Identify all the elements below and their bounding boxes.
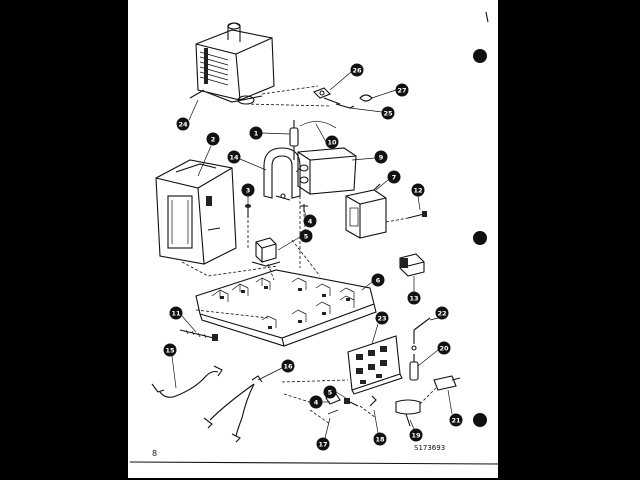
callout-label: 22 (437, 309, 446, 317)
callout-22: 22 (435, 306, 449, 320)
callout-label: 2 (211, 135, 216, 143)
wire-harness-b-part (203, 375, 263, 443)
callout-26: 26 (350, 63, 364, 77)
callout-20: 20 (437, 341, 451, 355)
leader-lines (171, 71, 453, 439)
callout-label: 10 (327, 138, 337, 146)
callout-4: 4 (303, 214, 317, 228)
callout-label: 12 (413, 186, 422, 194)
callout-16: 16 (281, 359, 295, 373)
callout-15: 15 (163, 343, 177, 357)
control-board-part (347, 335, 403, 395)
callout-24: 24 (176, 117, 190, 131)
callout-label: 4 (314, 398, 319, 406)
callout-label: 16 (283, 362, 293, 370)
callout-27: 27 (395, 83, 409, 97)
callout-label: 18 (375, 435, 385, 443)
callout-13: 13 (407, 291, 421, 305)
callout-layer: 24 26 27 25 1 10 2 14 9 7 3 12 4 5 6 13 11 23 22 15 16 20 5 4 17… (163, 63, 463, 451)
callout-11: 11 (169, 306, 183, 320)
callout-label: 1 (254, 129, 259, 137)
callout-label: 9 (379, 153, 384, 161)
binder-hole-top (473, 49, 487, 63)
transformer-small-part (345, 183, 387, 239)
callout-19: 19 (409, 428, 423, 442)
callout-5: 5 (323, 385, 337, 399)
sheet-edge (129, 461, 498, 465)
callout-18: 18 (373, 432, 387, 446)
callout-label: 7 (392, 173, 397, 181)
parts-sheet: 24 26 27 25 1 10 2 14 9 7 3 12 4 5 6 13 11 23 22 15 16 20 5 4 17… (128, 0, 498, 478)
bolt-part (385, 211, 427, 223)
callout-10: 10 (325, 135, 339, 149)
callout-7: 7 (387, 170, 401, 184)
drawing-id: S173693 (414, 444, 445, 452)
magnetron-part (189, 22, 275, 105)
fuse-holder-part (409, 354, 419, 381)
callout-2: 2 (206, 132, 220, 146)
callout-4: 4 (309, 395, 323, 409)
long-bolt-part (179, 329, 218, 341)
callout-label: 5 (304, 232, 309, 240)
page-number: 8 (152, 449, 157, 458)
terminal-block-part (399, 253, 425, 277)
callout-label: 14 (229, 153, 239, 161)
callout-label: 17 (318, 440, 327, 448)
binder-hole-bottom (473, 413, 487, 427)
callout-label: 25 (383, 109, 393, 117)
wire-harness-a-part (151, 365, 223, 398)
callout-12: 12 (411, 183, 425, 197)
capacitor-part (295, 147, 357, 195)
exploded-parts-diagram: 24 26 27 25 1 10 2 14 9 7 3 12 4 5 6 13 11 23 22 15 16 20 5 4 17… (129, 11, 498, 465)
callout-label: 26 (352, 66, 362, 74)
callout-17: 17 (316, 437, 330, 451)
callout-label: 27 (397, 86, 406, 94)
callout-25: 25 (381, 106, 395, 120)
callout-21: 21 (449, 413, 463, 427)
callout-label: 24 (178, 120, 188, 128)
capacitor-bracket-part (263, 147, 301, 201)
connector-part (325, 375, 461, 427)
screw-part (245, 204, 251, 250)
callout-label: 15 (165, 346, 175, 354)
callout-label: 6 (376, 276, 381, 284)
fuse-part (289, 120, 337, 160)
sensor-lead-part (411, 317, 431, 351)
callout-1: 1 (249, 126, 263, 140)
callout-5: 5 (299, 229, 313, 243)
corner-mark (485, 11, 489, 23)
callout-9: 9 (374, 150, 388, 164)
binder-hole-middle (473, 231, 487, 245)
callout-14: 14 (227, 150, 241, 164)
callout-label: 4 (308, 217, 313, 225)
callout-label: 20 (439, 344, 449, 352)
base-plate-part (195, 269, 377, 347)
callout-label: 11 (171, 309, 181, 317)
callout-label: 19 (411, 431, 421, 439)
callout-label: 3 (246, 186, 251, 194)
relay-part (251, 237, 281, 267)
callout-label: 23 (377, 314, 386, 322)
callout-3: 3 (241, 183, 255, 197)
transformer-part (155, 159, 237, 265)
callout-label: 13 (409, 294, 418, 302)
callout-label: 5 (328, 388, 333, 396)
callout-label: 21 (451, 416, 461, 424)
callout-6: 6 (371, 273, 385, 287)
callout-23: 23 (375, 311, 389, 325)
thermal-cutout-part (313, 87, 373, 109)
